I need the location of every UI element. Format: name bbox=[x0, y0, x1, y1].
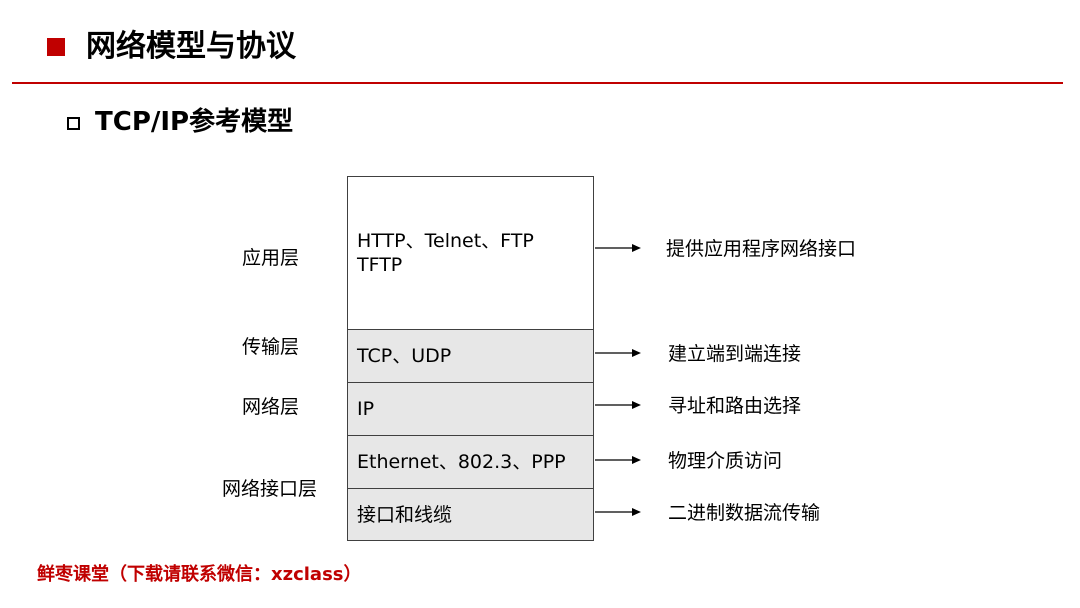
stack-cell-physical-access: Ethernet、802.3、PPP bbox=[348, 435, 593, 488]
desc-application: 提供应用程序网络接口 bbox=[666, 238, 857, 260]
title-bullet-square bbox=[47, 38, 65, 56]
stack-cell-transport: TCP、UDP bbox=[348, 329, 593, 382]
application-protocols-line1: HTTP、Telnet、FTP bbox=[357, 230, 534, 252]
network-protocols: IP bbox=[357, 398, 375, 420]
subtitle-bullet-square bbox=[67, 117, 80, 130]
layer-name-network: 网络层 bbox=[242, 396, 300, 418]
desc-transport: 建立端到端连接 bbox=[668, 343, 802, 365]
desc-bitstream: 二进制数据流传输 bbox=[668, 502, 821, 524]
cabling-protocols: 接口和线缆 bbox=[357, 503, 453, 526]
arrow-right-icon bbox=[595, 243, 641, 253]
stack-cell-cabling: 接口和线缆 bbox=[348, 488, 593, 540]
application-protocols-line2: TFTP bbox=[357, 254, 403, 276]
arrow-right-icon bbox=[595, 455, 641, 465]
layer-name-transport: 传输层 bbox=[242, 336, 300, 358]
desc-physical-access: 物理介质访问 bbox=[668, 450, 783, 472]
stack-cell-network: IP bbox=[348, 382, 593, 435]
arrow-right-icon bbox=[595, 400, 641, 410]
link-protocols: Ethernet、802.3、PPP bbox=[357, 451, 566, 473]
transport-protocols: TCP、UDP bbox=[357, 345, 452, 367]
stack-cell-application: HTTP、Telnet、FTP TFTP bbox=[348, 177, 593, 329]
desc-network: 寻址和路由选择 bbox=[668, 395, 802, 417]
layer-name-network-interface: 网络接口层 bbox=[222, 478, 318, 500]
layer-name-application: 应用层 bbox=[242, 247, 300, 269]
title-divider bbox=[12, 82, 1063, 84]
arrow-right-icon bbox=[595, 348, 641, 358]
protocol-stack: HTTP、Telnet、FTP TFTP TCP、UDP IP Ethernet… bbox=[347, 176, 594, 541]
page-title: 网络模型与协议 bbox=[86, 29, 296, 64]
footer-credit: 鲜枣课堂（下载请联系微信：xzclass） bbox=[37, 564, 362, 585]
arrow-right-icon bbox=[595, 507, 641, 517]
section-subtitle: TCP/IP参考模型 bbox=[95, 107, 294, 137]
